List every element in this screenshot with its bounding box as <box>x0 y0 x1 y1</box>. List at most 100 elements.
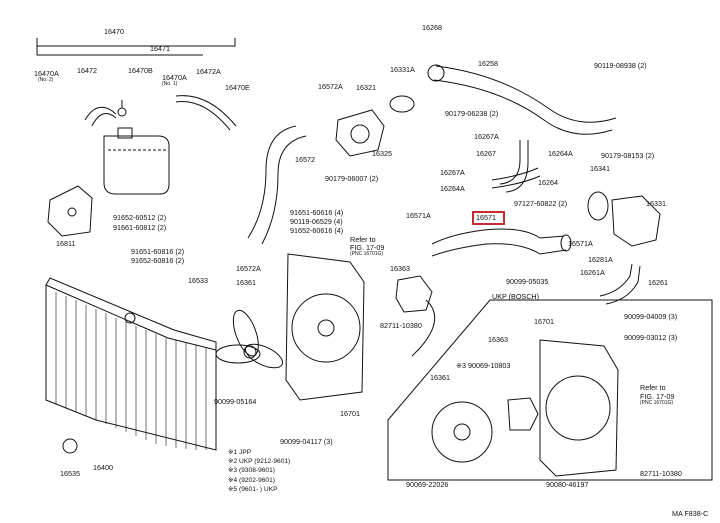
fan-blade-right <box>431 401 493 463</box>
legend-row-4: ※4 (9202-9601) <box>228 476 275 484</box>
label-16572A-top: 16572A <box>318 82 343 91</box>
label-16472: 16472 <box>77 66 97 75</box>
label-16572: 16572 <box>295 155 315 164</box>
bracket-16811 <box>47 185 93 237</box>
label-91651-60616: 91651-60616 (4) <box>290 208 344 217</box>
label-90179-06238: 90179-06238 (2) <box>445 109 499 118</box>
label-90179-08153: 90179-08153 (2) <box>601 151 655 160</box>
label-16535: 16535 <box>60 469 80 478</box>
label-16470E: 16470E <box>225 83 250 92</box>
label-16361-right: 16361 <box>430 373 450 382</box>
label-16331: 16331 <box>646 199 666 208</box>
label-refer-b1: Refer to <box>640 383 666 392</box>
label-90099-04009: 90099-04009 (3) <box>624 312 678 321</box>
legend-row-2: ※2 UKP (9212-9601) <box>228 458 291 466</box>
label-16264: 16264 <box>538 178 558 187</box>
label-16264A-left: 16264A <box>440 184 465 193</box>
radiator-drain-16535 <box>62 438 78 454</box>
label-16268: 16268 <box>422 23 442 32</box>
label-91652-60512: 91652-60512 (2) <box>113 213 167 222</box>
label-97127-60822: 97127-60822 (2) <box>514 199 568 208</box>
water-inlet-16331 <box>611 195 661 247</box>
label-90099-05164: 90099-05164 <box>214 397 257 406</box>
label-16470: 16470 <box>104 27 124 36</box>
legend-row-5: ※5 (9601- ) UKP <box>228 485 278 493</box>
label-refer-a1: Refer to <box>350 235 376 244</box>
label-ukp-bosch: UKP (BOSCH) <box>492 292 539 301</box>
label-no2: (No. 2) <box>38 77 54 83</box>
tank-hose-right <box>175 95 237 131</box>
label-16267A-bottom: 16267A <box>440 168 465 177</box>
fan-shroud-right <box>539 339 619 477</box>
label-refer-a2: FIG. 17-09 <box>350 243 385 252</box>
highlight-box-16571 <box>472 211 505 225</box>
label-16361-left: 16361 <box>236 278 256 287</box>
label-16331A: 16331A <box>390 65 415 74</box>
label-16321: 16321 <box>356 83 376 92</box>
label-82711-10380-left: 82711-10380 <box>380 321 422 330</box>
label-refer-b2: FIG. 17-09 <box>640 392 675 401</box>
label-16267A-top: 16267A <box>474 132 499 141</box>
label-90179-06007: 90179-06007 (2) <box>325 174 379 183</box>
label-16470A-no2: 16470A <box>34 69 59 78</box>
label-90119-06529: 90119-06529 (4) <box>290 217 343 226</box>
label-90080-46197: 90080-46197 <box>546 480 589 489</box>
label-90119-08938: 90119-08938 (2) <box>594 61 647 70</box>
legend-row-3: ※3 (9308-9601) <box>228 467 275 475</box>
label-90099-05035: 90099-05035 <box>506 277 549 286</box>
label-91651-60816: 91651-60816 (2) <box>131 247 185 256</box>
label-16470A-no1: 16470A <box>162 73 187 82</box>
reservoir-cap <box>117 127 133 139</box>
legend: ※1 JPP ※2 UKP (9212-9601) ※3 (9308-9601)… <box>228 448 290 494</box>
label-16267: 16267 <box>476 149 496 158</box>
label-90069-10803: ※3 90069-10803 <box>456 361 511 370</box>
label-16261A: 16261A <box>580 268 605 277</box>
label-16341: 16341 <box>590 164 610 173</box>
label-16264A-right: 16264A <box>548 149 573 158</box>
tank-hose-upper <box>84 106 117 127</box>
ukp-bosch-box <box>387 299 713 481</box>
label-16281A: 16281A <box>588 255 613 264</box>
label-82711-10380-right: 82711-10380 <box>640 469 682 478</box>
label-16572A-bottom: 16572A <box>236 264 261 273</box>
fan-motor-left <box>395 275 433 313</box>
label-16470B: 16470B <box>128 66 153 75</box>
label-16701-right: 16701 <box>534 317 554 326</box>
reservoir-tank <box>103 135 170 195</box>
label-16261: 16261 <box>648 278 668 287</box>
label-refer-a3: (PNC 16701G) <box>350 251 384 257</box>
hose-16264 <box>491 167 541 189</box>
radiator-core <box>45 284 217 451</box>
label-16571A-bottom: 16571A <box>568 239 593 248</box>
label-no1: (No. 1) <box>162 81 178 87</box>
label-16701-left: 16701 <box>340 409 360 418</box>
hose-16261 <box>599 263 641 305</box>
fan-motor-right <box>507 397 539 431</box>
legend-row-1: ※1 JPP <box>228 449 252 456</box>
fan-shroud-left <box>285 253 365 401</box>
label-91661-60812: 91661-60812 (2) <box>113 223 167 232</box>
label-16400: 16400 <box>93 463 113 472</box>
fan-ring-left <box>291 293 361 363</box>
label-16472A: 16472A <box>196 67 221 76</box>
gasket-16341 <box>587 191 609 221</box>
label-16571A-top: 16571A <box>406 211 431 220</box>
hose-16572 <box>247 125 307 245</box>
label-16363-right: 16363 <box>488 335 508 344</box>
thermostat-housing <box>335 109 385 157</box>
label-16571: 16571 <box>476 213 496 222</box>
radiator-top-tank <box>45 277 217 350</box>
label-16533: 16533 <box>188 276 208 285</box>
label-16363-left: 16363 <box>390 264 410 273</box>
fan-blade-left <box>215 309 284 369</box>
label-16811: 16811 <box>56 239 76 248</box>
label-91652-60616: 91652-60616 (4) <box>290 226 344 235</box>
figure-code: MA F838-C <box>672 509 709 518</box>
fan-ring-right <box>545 375 611 441</box>
label-16471: 16471 <box>150 44 170 53</box>
pipe-16258 <box>433 65 617 135</box>
leader-16471 <box>36 46 203 56</box>
label-90099-04117: 90099-04117 (3) <box>280 437 333 446</box>
label-91652-60816: 91652-60816 (2) <box>131 256 185 265</box>
